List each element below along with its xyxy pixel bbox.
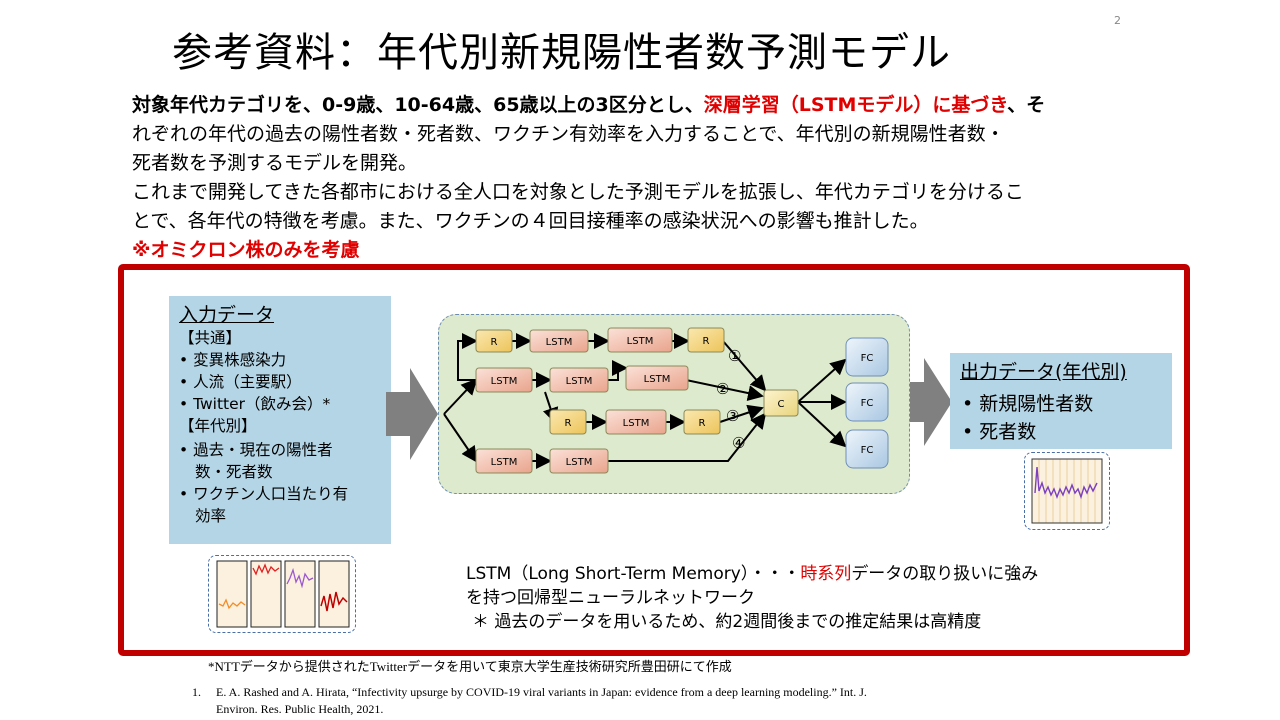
output-chart-svg <box>1031 458 1103 524</box>
edge <box>797 401 847 448</box>
note-line-1-c: データの取り扱いに強み <box>851 564 1039 584</box>
output-arrow <box>910 358 952 446</box>
intro-highlight-lstm: 深層学習（LSTMモデル）に基づき <box>703 94 1008 116</box>
note-line-1: LSTM（Long Short-Term Memory）・・・時系列データの取り… <box>466 562 1038 586</box>
node-label: FC <box>861 445 874 456</box>
lstm-note: LSTM（Long Short-Term Memory）・・・時系列データの取り… <box>466 562 1038 634</box>
input-line: 【共通】 <box>179 329 242 347</box>
node-c <box>763 389 799 417</box>
input-line: 数・死者数 <box>195 463 273 481</box>
node-lstm <box>625 365 689 391</box>
input-data-box: 入力データ 【共通】 • 変異株感染力 • 人流（主要駅） • Twitter（… <box>169 296 391 544</box>
node-label: R <box>491 337 498 348</box>
node-r <box>683 409 721 435</box>
edge <box>608 412 767 462</box>
thumb-2 <box>250 560 282 628</box>
node-label: FC <box>861 398 874 409</box>
node-lstm <box>549 448 609 474</box>
intro-line-5: とで、各年代の特徴を考慮。また、ワクチンの４回目接種率の感染状況への影響も推計し… <box>132 210 929 232</box>
input-chart-thumbnails-svg <box>216 560 350 628</box>
path-number: ④ <box>732 434 745 452</box>
intro-line-1-c: 、そ <box>1007 94 1046 116</box>
thumb-1 <box>216 560 248 628</box>
intro-line-1-a: 対象年代カテゴリを、0-9歳、10-64歳、65歳以上の3区分とし、 <box>132 94 704 116</box>
node-r <box>475 329 513 353</box>
input-line: • 過去・現在の陽性者 <box>179 441 333 459</box>
output-data-box: 出力データ(年代別) • 新規陽性者数 • 死者数 <box>950 353 1172 449</box>
edge <box>797 358 847 403</box>
node-label: C <box>778 399 785 410</box>
note-line-1-a: LSTM（Long Short-Term Memory）・・・ <box>466 564 801 584</box>
node-lstm <box>475 367 533 393</box>
input-line: • 変異株感染力 <box>179 351 287 369</box>
node-label: LSTM <box>546 337 573 348</box>
reference-text: E. A. Rashed and A. Hirata, “Infectivity… <box>216 685 867 716</box>
page-number: 2 <box>1114 14 1121 27</box>
node-r <box>687 327 725 353</box>
thumb-3 <box>284 560 316 628</box>
input-line: 【年代別】 <box>179 417 257 435</box>
node-label: LSTM <box>644 374 671 385</box>
node-lstm <box>605 409 667 435</box>
output-item: • 死者数 <box>962 421 1037 443</box>
node-label: LSTM <box>566 376 593 387</box>
node-label: LSTM <box>491 457 518 468</box>
node-label: R <box>699 418 706 429</box>
path-number: ② <box>716 380 729 398</box>
node-label: R <box>703 336 710 347</box>
node-label: R <box>565 418 572 429</box>
node-r <box>549 409 587 435</box>
node-fc <box>845 337 889 377</box>
node-label: LSTM <box>491 376 518 387</box>
path-number: ③ <box>726 407 739 425</box>
note-line-3: ＊ 過去のデータを用いるため、約2週間後までの推定結果は高精度 <box>472 612 982 632</box>
node-label: FC <box>861 353 874 364</box>
output-item: • 新規陽性者数 <box>962 393 1094 415</box>
node-label: LSTM <box>566 457 593 468</box>
edge <box>719 404 764 423</box>
output-chart-thumbnail <box>1024 452 1110 530</box>
node-label: LSTM <box>623 418 650 429</box>
edge <box>606 360 628 381</box>
path-number: ① <box>728 347 741 365</box>
footnote: *NTTデータから提供されたTwitterデータを用いて東京大学生産技術研究所豊… <box>208 659 732 674</box>
intro-text: 対象年代カテゴリを、0-9歳、10-64歳、65歳以上の3区分とし、深層学習（L… <box>132 91 1162 265</box>
slide-title: 参考資料：年代別新規陽性者数予測モデル <box>172 30 951 76</box>
node-fc <box>845 382 889 422</box>
reference: 1. E. A. Rashed and A. Hirata, “Infectiv… <box>192 684 892 718</box>
edge <box>443 413 478 463</box>
node-lstm <box>529 329 589 353</box>
edge <box>722 340 767 392</box>
intro-line-4: これまで開発してきた各都市における全人口を対象とした予測モデルを拡張し、年代カテ… <box>132 181 1024 203</box>
intro-line-2: れぞれの年代の過去の陽性者数・死者数、ワクチン有効率を入力することで、年代別の新… <box>132 123 1005 145</box>
thumb-4 <box>318 560 350 628</box>
node-label: LSTM <box>627 336 654 347</box>
note-highlight: 時系列 <box>800 564 852 584</box>
intro-line-6: ※オミクロン株のみを考慮 <box>132 239 360 261</box>
edge <box>685 379 764 401</box>
intro-line-3: 死者数を予測するモデルを開発。 <box>132 152 418 174</box>
diagram-frame <box>118 264 1190 656</box>
node-fc <box>845 429 889 469</box>
input-line: 効率 <box>195 507 227 525</box>
input-line: • Twitter（飲み会）* <box>179 395 331 413</box>
input-line: • ワクチン人口当たり有 <box>179 485 349 503</box>
output-series <box>1034 466 1098 500</box>
reference-number: 1. <box>192 685 201 699</box>
output-data-title: 出力データ(年代別) <box>960 361 1127 383</box>
input-chart-thumbnails <box>208 555 356 633</box>
node-lstm <box>549 367 609 393</box>
note-line-2: を持つ回帰型ニューラルネットワーク <box>466 588 755 608</box>
node-lstm <box>607 327 673 353</box>
intro-line-1: 対象年代カテゴリを、0-9歳、10-64歳、65歳以上の3区分とし、深層学習（L… <box>132 91 1162 120</box>
node-lstm <box>475 448 533 474</box>
edge <box>443 378 478 415</box>
input-line: • 人流（主要駅） <box>179 373 302 391</box>
input-data-title: 入力データ <box>179 304 275 326</box>
input-arrow <box>386 368 438 460</box>
